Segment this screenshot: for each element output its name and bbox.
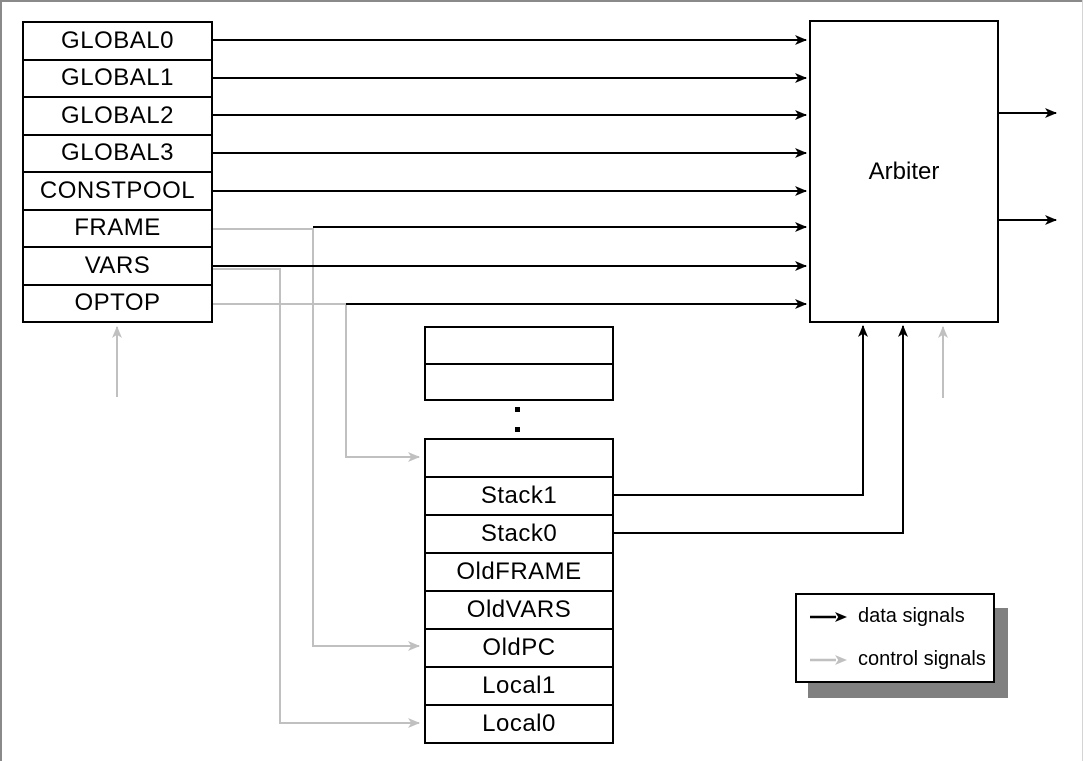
legend-box: data signals control signals (795, 593, 995, 683)
register-label: GLOBAL1 (61, 64, 174, 92)
stack-row-stack1: Stack1 (426, 476, 612, 514)
stack-cell-label: OldPC (482, 634, 556, 661)
control-line-vars-to-local0 (213, 268, 420, 728)
stack-cell-label: Stack1 (480, 482, 558, 509)
arbiter-block: Arbiter (809, 20, 999, 323)
register-label: GLOBAL3 (61, 139, 174, 167)
stack-cell-label: OldFRAME (456, 558, 582, 585)
stack-row-oldvars: OldVARS (426, 590, 612, 628)
legend-label-data-signals: data signals (858, 605, 965, 627)
vertical-ellipsis-dot (515, 407, 520, 412)
data-signal-arrow-icon (810, 611, 847, 622)
register-label: FRAME (74, 214, 161, 242)
vertical-ellipsis-dot (515, 427, 520, 432)
stack-row-stack0: Stack0 (426, 514, 612, 552)
stack-frame-block: Stack1 Stack0 OldFRAME OldVARS OldPC Loc… (424, 438, 614, 744)
control-line-optop-to-stacktop (213, 303, 420, 462)
legend-label-control-signals: control signals (858, 648, 986, 670)
register-label: OPTOP (74, 289, 161, 317)
register-row-frame: FRAME (24, 208, 211, 247)
stack-row-local0: Local0 (426, 704, 612, 742)
stack-row-local1: Local1 (426, 666, 612, 704)
register-row-optop: OPTOP (24, 283, 211, 322)
control-signal-arrow-icon (810, 654, 847, 665)
register-row-constpool: CONSTPOOL (24, 171, 211, 209)
page-top-edge (0, 0, 1083, 2)
legend-row-control-signals: control signals (809, 648, 993, 671)
register-row-global0: GLOBAL0 (24, 23, 211, 59)
stack-row-oldpc: OldPC (426, 628, 612, 666)
stack-row-empty (426, 440, 612, 476)
page-left-edge (0, 0, 2, 761)
arbiter-label: Arbiter (868, 157, 940, 185)
stack-upper-block (424, 326, 614, 401)
register-label: VARS (84, 251, 151, 279)
stack-cell-label: Stack0 (480, 520, 558, 547)
register-label: GLOBAL2 (61, 101, 174, 129)
stack-cell-label: Local0 (482, 710, 556, 737)
legend-row-data-signals: data signals (809, 605, 993, 628)
register-file-block: GLOBAL0 GLOBAL1 GLOBAL2 GLOBAL3 CONSTPOO… (22, 21, 213, 323)
data-line-stack0-to-arbiter (612, 325, 908, 534)
register-row-global2: GLOBAL2 (24, 96, 211, 134)
data-line-stack1-to-arbiter (612, 325, 868, 496)
stack-cell-label: OldVARS (466, 596, 572, 623)
register-row-global3: GLOBAL3 (24, 133, 211, 172)
stack-upper-row (426, 328, 612, 363)
stack-upper-row (426, 362, 612, 400)
stack-row-oldframe: OldFRAME (426, 552, 612, 590)
register-row-vars: VARS (24, 246, 211, 284)
register-row-global1: GLOBAL1 (24, 58, 211, 97)
register-label: GLOBAL0 (61, 26, 174, 54)
stack-cell-label: Local1 (482, 672, 556, 699)
register-label: CONSTPOOL (39, 176, 196, 204)
control-line-frame-to-oldpc (213, 228, 420, 651)
